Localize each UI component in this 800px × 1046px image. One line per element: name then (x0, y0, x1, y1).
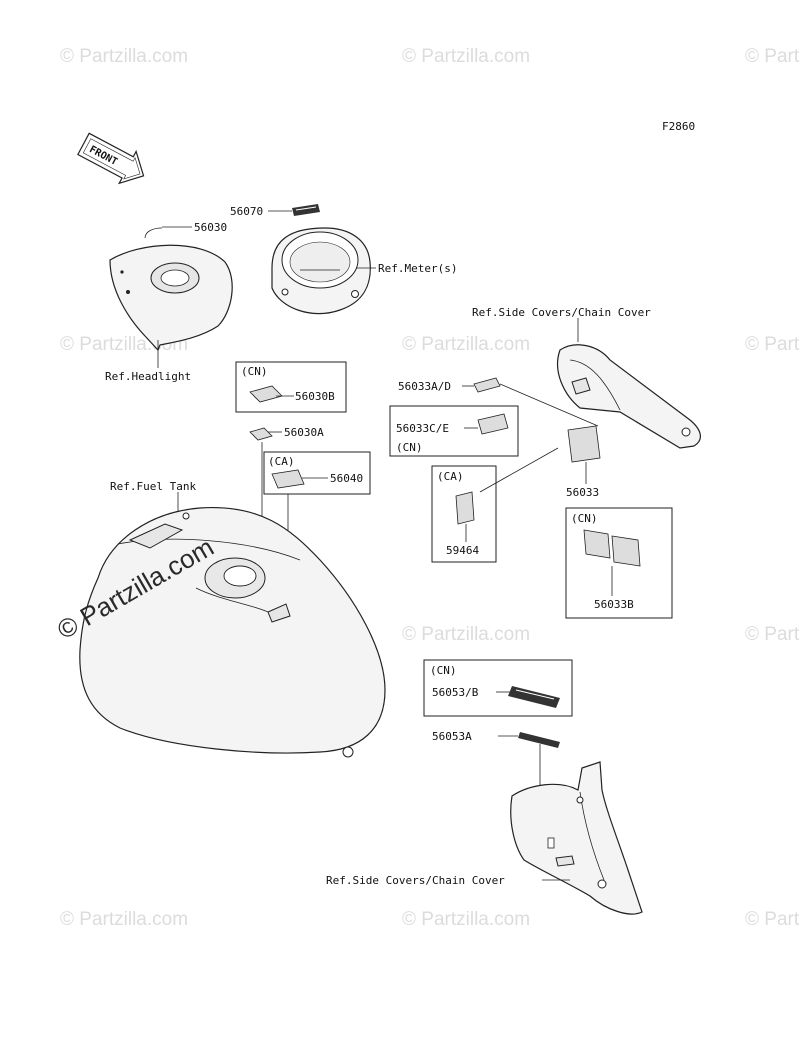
label-ca: (CA) (437, 470, 464, 483)
decal-56030A (249, 427, 273, 441)
callout-box-cn-56033CE (389, 405, 519, 457)
watermark: © Partzilla.com (402, 624, 530, 645)
decal-56053B (508, 686, 560, 708)
label-56070: 56070 (230, 205, 263, 218)
watermark: © Partzilla.com (745, 334, 800, 355)
label-cn: (CN) (396, 441, 423, 454)
fuel-tank (79, 506, 386, 758)
label-59464: 59464 (446, 544, 479, 557)
callout-box-cn-56030B (235, 361, 347, 413)
watermark-layer: © Partzilla.com © Partzilla.com © Partzi… (60, 46, 800, 930)
decal-56033CE (477, 413, 509, 435)
front-arrow-icon: FRONT (77, 132, 145, 185)
decal-56033B-1 (583, 529, 611, 559)
watermark: © Partzilla.com (60, 46, 188, 67)
callout-box-ca-56040 (263, 451, 371, 495)
label-ref-side-covers-bottom: Ref.Side Covers/Chain Cover (326, 874, 505, 887)
watermark: © Partzilla.com (60, 909, 188, 930)
label-56030B: 56030B (295, 390, 335, 403)
label-cn: (CN) (430, 664, 457, 677)
watermark: © Partzilla.com (745, 46, 800, 67)
label-cn: (CN) (241, 365, 268, 378)
label-cn: (CN) (571, 512, 598, 525)
decal-56070 (292, 204, 320, 216)
callout-box-cn-56053B (423, 659, 573, 717)
watermark: © Partzilla.com (745, 909, 800, 930)
label-56030A: 56030A (284, 426, 324, 439)
label-ref-fuel-tank: Ref.Fuel Tank (110, 480, 196, 493)
callout-box-cn-56033B (565, 507, 673, 619)
label-56033AD: 56033A/D (398, 380, 451, 393)
decal-56033AD (473, 377, 501, 393)
label-ref-headlight: Ref.Headlight (105, 370, 191, 383)
watermark: © Partzilla.com (402, 334, 530, 355)
decal-59464 (455, 491, 475, 525)
label-ca: (CA) (268, 455, 295, 468)
label-56030: 56030 (194, 221, 227, 234)
decal-56030B (249, 385, 283, 403)
label-56033CE: 56033C/E (396, 422, 449, 435)
label-ref-meter: Ref.Meter(s) (378, 262, 457, 275)
watermark: © Partzilla.com (745, 624, 800, 645)
chain-cover-lower (510, 761, 643, 915)
watermark: © Partzilla.com (402, 909, 530, 930)
decal-56053A (518, 732, 560, 748)
label-56053A: 56053A (432, 730, 472, 743)
meter-housing (271, 227, 371, 315)
label-ref-side-covers-top: Ref.Side Covers/Chain Cover (472, 306, 651, 319)
watermark: © Partzilla.com (402, 46, 530, 67)
diagram-code: F2860 (662, 120, 695, 133)
label-56053B: 56053/B (432, 686, 479, 699)
callout-box-ca-59464 (431, 465, 497, 563)
decal-56033 (567, 425, 601, 463)
label-56033: 56033 (566, 486, 599, 499)
label-56040: 56040 (330, 472, 363, 485)
headlight-cover (109, 227, 233, 352)
decal-56040 (271, 469, 305, 489)
label-56033B: 56033B (594, 598, 634, 611)
side-cover-upper (556, 344, 701, 449)
decal-56033B-2 (611, 535, 641, 567)
